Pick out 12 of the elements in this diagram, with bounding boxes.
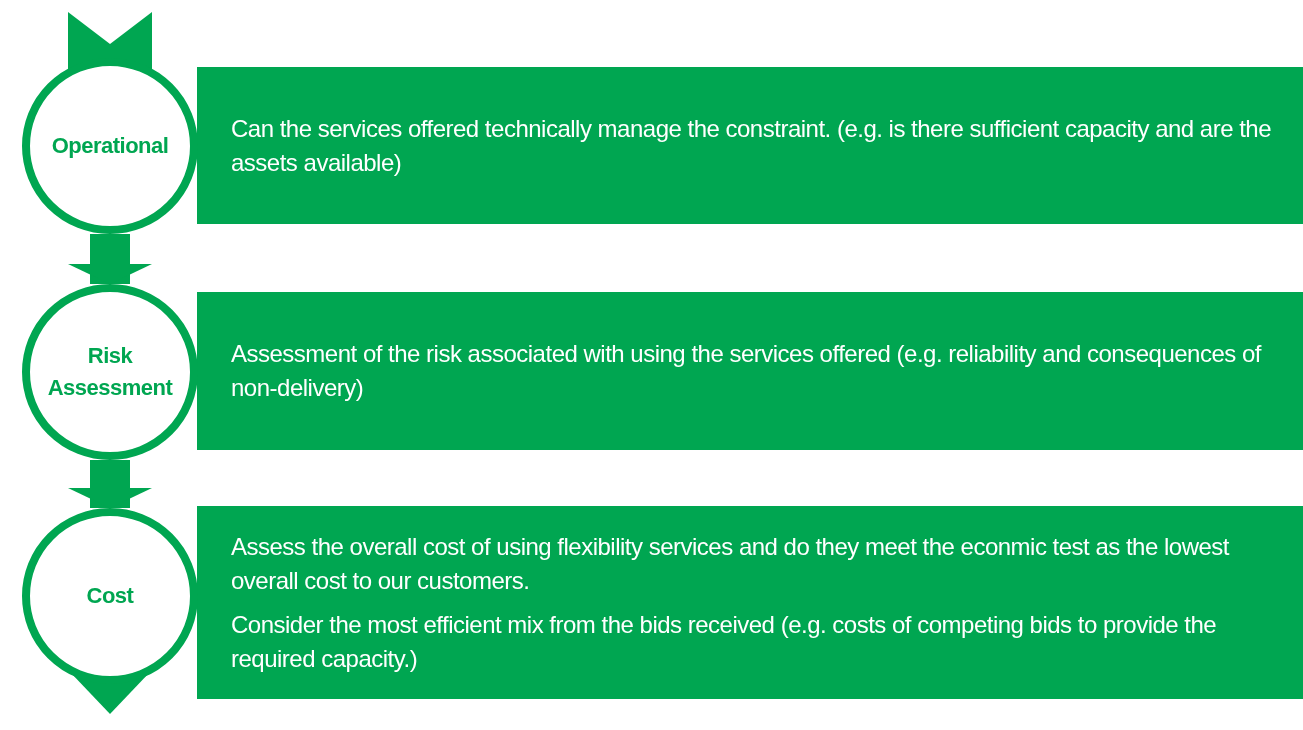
stage-band: [197, 67, 1303, 224]
stage-description: Can the services offered technically manage the constraint. (e.g. is there sufficient capacity and are the assets available): [231, 113, 1273, 178]
stage-title: Operational: [51, 132, 169, 160]
stage-band: [197, 506, 1303, 699]
arrow: [68, 460, 152, 508]
arrow: [68, 234, 152, 284]
stage-title: Cost: [86, 582, 134, 610]
stage-title: Risk Assessment: [46, 342, 174, 402]
stage-description: Assessment of the risk associated with using the services offered (e.g. reliability and consequences of non-delivery): [231, 339, 1263, 403]
stage-band: [197, 292, 1303, 450]
stage-description: Consider the most efficient mix from the bids received (e.g. costs of competing bids to provide the required capacity.): [231, 609, 1218, 674]
stage-description: Assess the overall cost of using flexibility services and do they meet the econmic test as the lowest overall cost to our customers.: [231, 531, 1231, 596]
